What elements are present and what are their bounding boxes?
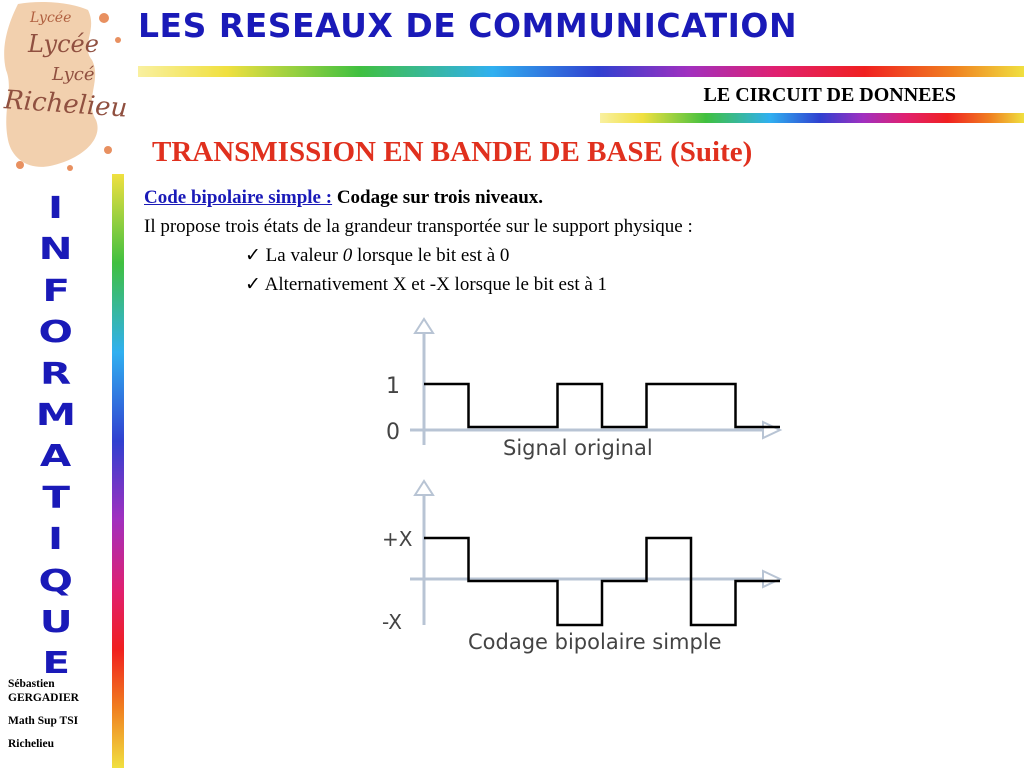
original-signal-line: [424, 382, 780, 429]
slide-title: TRANSMISSION EN BANDE DE BASE (Suite): [152, 136, 753, 168]
vertical-letter: M: [35, 397, 77, 433]
logo-text-1: Lycée: [29, 10, 71, 26]
vertical-letter: Q: [38, 563, 74, 599]
vertical-letter: I: [48, 522, 64, 558]
intro-line: Il propose trois états de la grandeur tr…: [144, 216, 693, 237]
x-axis-arrow: [762, 420, 783, 440]
bipolar-coding-chart: +X -X Codage bipolaire simple: [382, 479, 783, 654]
top-chart-caption: Signal original: [503, 436, 653, 460]
y-label-minus-x: -X: [382, 610, 402, 634]
rainbow-divider-vertical: [112, 174, 124, 768]
author-block: Sébastien GERGADIER Math Sup TSI Richeli…: [8, 677, 79, 751]
bipolar-signal-line: [424, 536, 780, 627]
author-last-name: GERGADIER: [8, 692, 79, 704]
rainbow-divider-top: [138, 66, 1024, 77]
waveform-figure: 1 0 Signal original +X -X Codage bipolai…: [382, 317, 783, 654]
y-label-plus-x: +X: [382, 527, 413, 551]
y-axis-arrow: [413, 317, 435, 334]
vertical-letter: N: [39, 232, 73, 268]
section-label: LE CIRCUIT DE DONNEES: [703, 84, 956, 106]
logo-text-2: Lycée: [27, 30, 99, 58]
vertical-letter: T: [42, 480, 70, 516]
check-icon: ✓: [245, 245, 261, 266]
lead-key: Code bipolaire simple :: [144, 187, 333, 208]
vertical-letter: I: [48, 191, 64, 226]
vertical-letter: R: [40, 356, 72, 392]
bullet-item-2: ✓ Alternativement X et -X lorsque le bit…: [245, 274, 608, 295]
vertical-letter: O: [38, 315, 74, 351]
rainbow-divider-section: [600, 113, 1024, 123]
bullet-item-1: ✓ La valeur 0 lorsque le bit est à 0: [245, 245, 510, 266]
lycee-richelieu-logo: Lycée Lycée Lycé Richelieu: [2, 2, 128, 171]
author-first-name: Sébastien: [8, 678, 55, 690]
lead-value: Codage sur trois niveaux.: [332, 187, 544, 208]
original-signal-chart: 1 0 Signal original: [386, 317, 783, 460]
y-label-one: 1: [386, 374, 400, 399]
logo-text-3: Lycé: [51, 64, 95, 85]
y-label-zero: 0: [386, 420, 400, 445]
vertical-letter: E: [42, 646, 70, 682]
vertical-letter: U: [39, 604, 73, 640]
vertical-word-informatique: I N F O R M A T I Q U E: [26, 188, 86, 685]
x-axis-arrow: [762, 569, 783, 589]
vertical-letter: A: [40, 439, 72, 475]
lead-line: Code bipolaire simple : Codage sur trois…: [144, 183, 693, 212]
school-name: Richelieu: [8, 738, 54, 750]
class-name: Math Sup TSI: [8, 715, 79, 727]
slide-body: Code bipolaire simple : Codage sur trois…: [144, 183, 693, 299]
bottom-chart-caption: Codage bipolaire simple: [468, 630, 722, 654]
vertical-letter: F: [42, 273, 70, 309]
y-axis-arrow: [413, 479, 435, 496]
check-icon: ✓: [245, 274, 261, 295]
header-title: LES RESEAUX DE COMMUNICATION: [138, 6, 798, 45]
